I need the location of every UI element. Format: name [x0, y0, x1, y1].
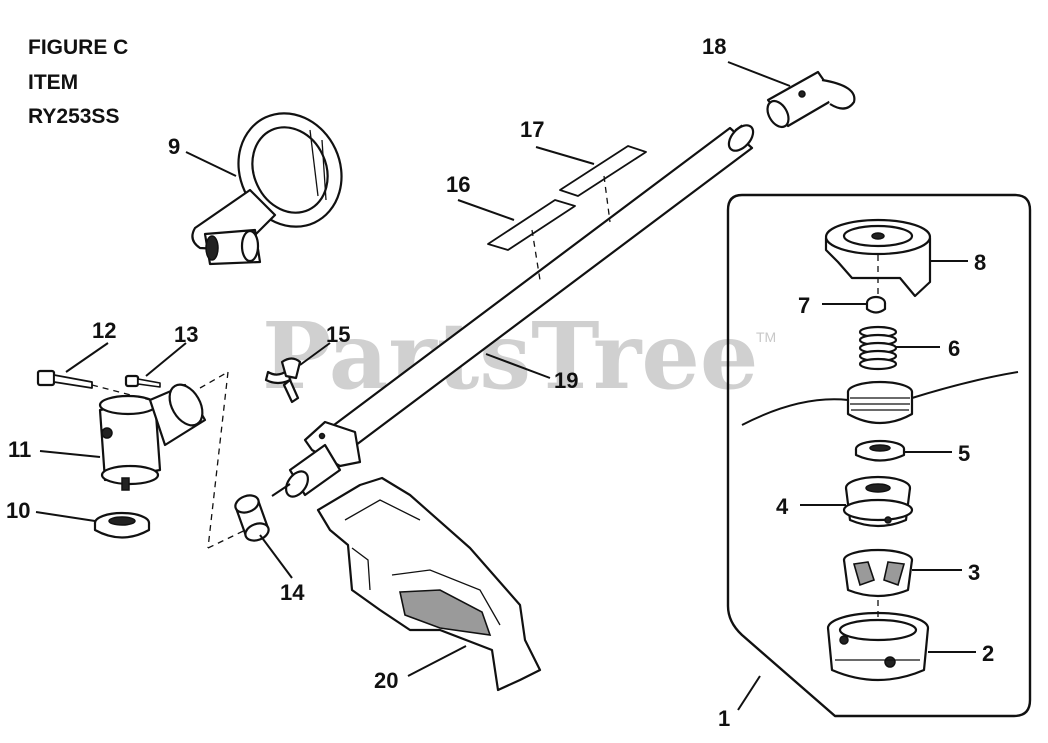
washer-nut-part [93, 511, 151, 539]
callout-3: 3 [968, 560, 980, 585]
label-17-part [559, 145, 647, 223]
callout-17: 17 [520, 117, 544, 142]
callout-13: 13 [174, 322, 198, 347]
callout-5: 5 [958, 441, 970, 466]
bushing-part [234, 494, 270, 542]
callout-8: 8 [974, 250, 986, 275]
guard-part [316, 476, 542, 692]
screw-13-part [124, 374, 161, 388]
housing-part [826, 611, 930, 682]
item-label: ITEM [28, 71, 79, 94]
callout-4: 4 [776, 494, 789, 519]
handle-part [191, 112, 343, 266]
callout-7: 7 [798, 293, 810, 318]
gearbox-part [98, 371, 259, 549]
callout-20: 20 [374, 668, 398, 693]
leader-lines [35, 61, 976, 711]
callout-12: 12 [92, 318, 116, 343]
callout-14: 14 [280, 580, 305, 605]
wing-bolt-part [264, 357, 302, 404]
hanger-bracket-part [766, 70, 856, 129]
callout-19: 19 [554, 368, 578, 393]
shaft-part [271, 124, 755, 498]
callout-6: 6 [948, 336, 960, 361]
screw-12-part [36, 369, 151, 401]
callout-9: 9 [168, 134, 180, 159]
spool-part [842, 475, 914, 528]
model-number: RY253SS [28, 105, 120, 128]
spring-part [858, 325, 898, 371]
eyelet-washer-part [854, 439, 906, 462]
callout-10: 10 [6, 498, 30, 523]
callout-11: 11 [8, 437, 31, 462]
inner-housing-part [842, 548, 914, 598]
watermark-trademark: TM [756, 329, 776, 345]
callout-15: 15 [326, 322, 350, 347]
small-nut-part [865, 295, 887, 314]
callout-16: 16 [446, 172, 470, 197]
figure-label: FIGURE C [28, 36, 129, 59]
callout-2: 2 [982, 641, 994, 666]
trimmer-line-spool-part [741, 371, 1019, 426]
label-16-part [487, 199, 576, 281]
trimmer-head-frame [726, 193, 1032, 718]
callout-1: 1 [718, 706, 730, 731]
callout-18: 18 [702, 34, 726, 59]
